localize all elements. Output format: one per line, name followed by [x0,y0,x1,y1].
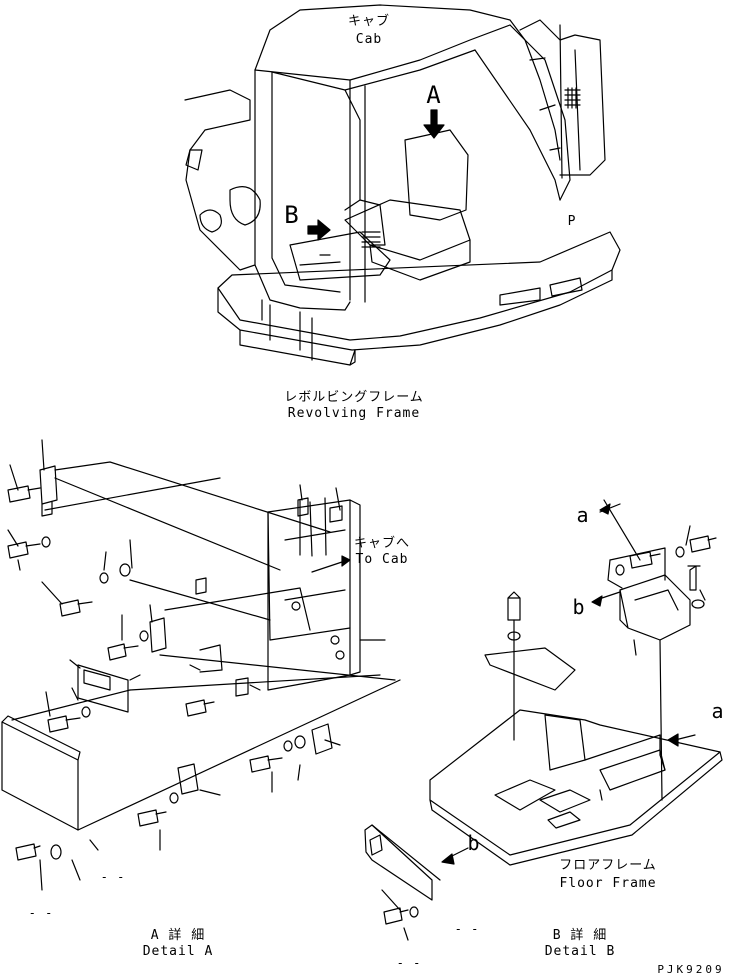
floor-frame-label-jp: フロアフレーム [559,858,657,873]
callout-b-top: B [284,201,300,229]
detail-b-drawing [364,499,723,941]
detail-a-title-jp: A 詳 細 [150,928,206,943]
dash-mark-2: - - [28,906,54,920]
callout-a-top: A [426,81,442,109]
to-cab-label-jp: キャブへ [353,536,410,551]
ref-b-lower: b [467,831,481,855]
to-cab-label-en: To Cab [355,552,409,567]
cab-label-en: Cab [355,32,383,47]
floor-frame-label-en: Floor Frame [559,876,657,891]
revolving-frame-label-jp: レボルビングフレーム [284,390,424,405]
dash-mark-1: - - [100,870,126,884]
drawing-number: PJK9209 [657,963,725,976]
detail-a-title-en: Detail A [142,944,214,959]
ref-a-lower: a [711,699,725,723]
detail-b-title-jp: B 詳 細 [552,928,608,943]
cab-label-jp: キャブ [347,14,390,29]
revolving-frame-label-en: Revolving Frame [287,406,421,421]
bolt-set-a [7,485,333,861]
detail-b-title-en: Detail B [544,944,616,959]
ref-b-upper: b [572,595,586,619]
ref-a-upper: a [576,503,590,527]
detail-a-drawing [1,439,401,891]
dash-mark-4: - - [396,956,422,970]
dash-mark-3: - - [454,922,480,936]
cab-assembly-drawing [184,4,621,366]
cab-marker-p: P [567,214,577,229]
